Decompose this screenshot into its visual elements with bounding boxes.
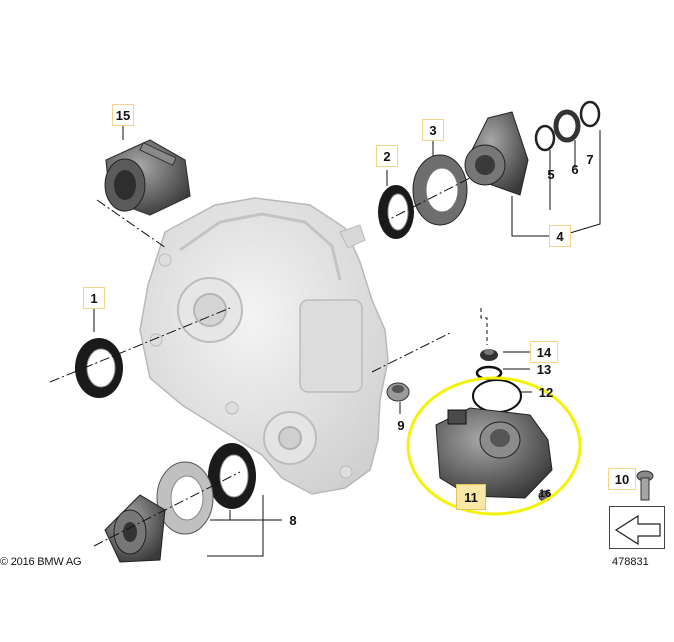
part-5-o-ring	[534, 124, 556, 152]
callout-8: 8	[289, 512, 297, 528]
highlight-ellipse	[406, 376, 582, 516]
part-1-shaft-seal	[75, 338, 123, 398]
part-8-seal-assembly	[104, 443, 256, 563]
callout-1: 1	[83, 287, 105, 309]
callout-9: 9	[397, 417, 405, 433]
callout-2: 2	[376, 145, 398, 167]
callout-6: 6	[571, 161, 579, 177]
transfer-case-housing	[139, 197, 389, 495]
callout-4: 4	[549, 225, 571, 247]
document-number: 478831	[612, 556, 649, 568]
callout-13: 13	[536, 361, 552, 377]
callout-3: 3	[422, 119, 444, 141]
callout-15: 15	[112, 104, 134, 126]
callout-7: 7	[586, 151, 594, 167]
callout-11: 11	[456, 484, 486, 510]
callout-16: 16	[538, 488, 552, 500]
part-14-cap	[480, 349, 498, 361]
part-4-output-flange	[464, 111, 529, 196]
legend-sign-box	[609, 506, 665, 549]
part-10-screw	[636, 470, 654, 501]
callout-14: 14	[530, 341, 558, 363]
part-15-coupling	[104, 139, 191, 216]
legend-arrow-icon	[614, 514, 661, 546]
callout-12: 12	[538, 384, 554, 400]
part-2-shaft-seal	[378, 185, 414, 239]
copyright-text: © 2016 BMW AG	[0, 556, 82, 568]
part-6-washer	[553, 109, 581, 143]
callout-10: 10	[608, 468, 636, 490]
part-9-plug	[386, 382, 410, 402]
part-3-flange-seal	[412, 154, 468, 226]
callout-5: 5	[547, 166, 555, 182]
part-7-ring	[579, 100, 601, 128]
part-12-o-ring	[472, 379, 522, 413]
part-11-actuator	[435, 407, 553, 499]
